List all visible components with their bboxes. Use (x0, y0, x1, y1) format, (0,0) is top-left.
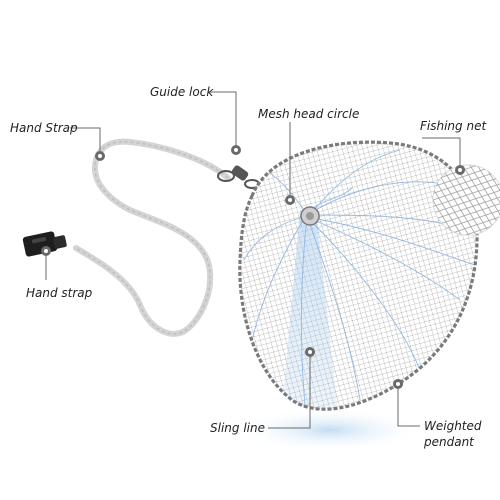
glow-effect (235, 408, 425, 452)
net-mesh-zoom-icon (432, 164, 500, 236)
rope (73, 138, 231, 337)
label-hand-strap-bottom: Hand strap (26, 286, 93, 300)
callout-markers (41, 145, 465, 389)
label-weighted-pendant-line1: Weighted (424, 419, 482, 433)
label-guide-lock: Guide lock (150, 85, 214, 99)
label-fishing-net: Fishing net (420, 119, 487, 133)
net-body (238, 140, 479, 411)
label-mesh-head-circle: Mesh head circle (258, 107, 359, 121)
label-sling-line: Sling line (210, 421, 265, 435)
callout-dot-icon (231, 145, 241, 155)
mesh-head-circle (300, 206, 320, 226)
callout-dot-icon (393, 379, 403, 389)
callout-dot-icon (41, 246, 51, 256)
label-hand-strap-top: Hand Strap (10, 121, 78, 135)
callout-dot-icon (455, 165, 465, 175)
callout-dot-icon (95, 151, 105, 161)
callout-dot-icon (285, 195, 295, 205)
label-weighted-pendant-line2: pendant (423, 435, 475, 449)
leader-lines (45, 91, 461, 429)
callout-dot-icon (305, 347, 315, 357)
